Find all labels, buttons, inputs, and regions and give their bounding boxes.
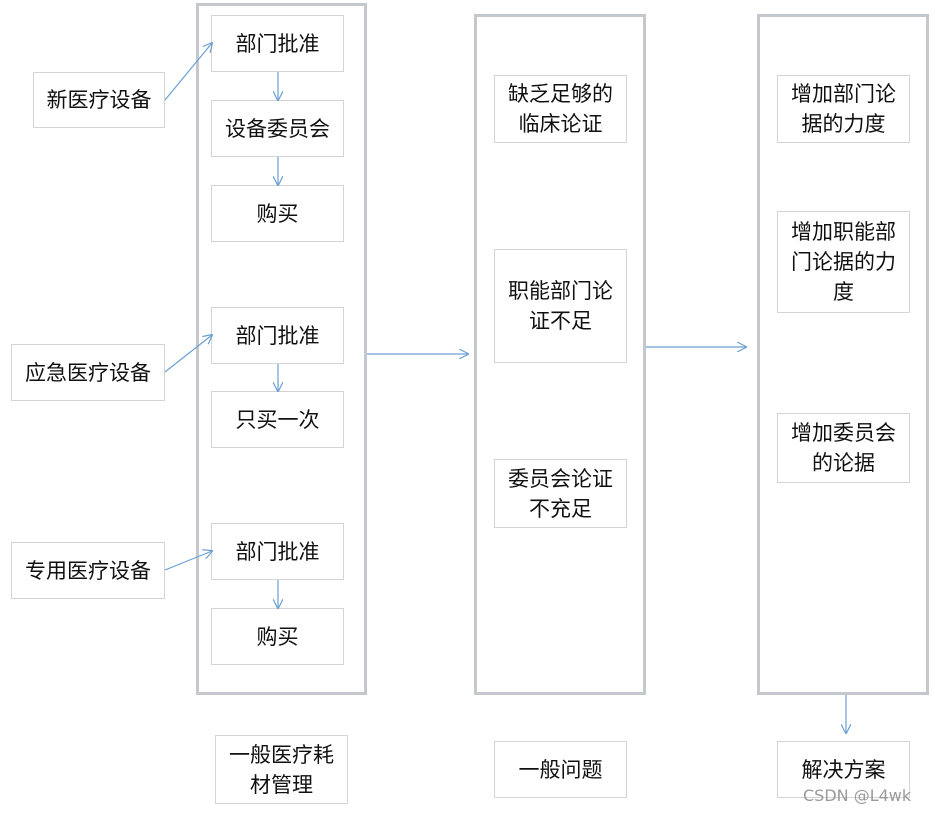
watermark: CSDN @L4wk	[803, 786, 912, 805]
label-management: 一般医疗耗材管理	[215, 735, 348, 804]
step-dept-approval-3: 部门批准	[211, 523, 344, 580]
step-buy-once: 只买一次	[211, 391, 344, 448]
problem-committee: 委员会论证不充足	[494, 459, 627, 528]
input-new-equipment: 新医疗设备	[33, 72, 165, 128]
arrow-special-to-approval	[164, 551, 212, 571]
input-emergency-equipment: 应急医疗设备	[11, 344, 165, 401]
step-purchase-3: 购买	[211, 608, 344, 665]
step-dept-approval-1: 部门批准	[211, 15, 344, 72]
problem-functional-dept: 职能部门论证不足	[494, 249, 627, 363]
management-column	[196, 3, 367, 695]
step-equipment-committee: 设备委员会	[211, 100, 344, 157]
arrow-new-to-approval	[164, 43, 212, 101]
solutions-column	[757, 14, 929, 695]
step-dept-approval-2: 部门批准	[211, 307, 344, 364]
solution-dept-evidence: 增加部门论据的力度	[777, 75, 910, 143]
arrow-emergency-to-approval	[164, 335, 212, 373]
problems-column	[474, 14, 646, 695]
solution-functional-evidence: 增加职能部门论据的力度	[777, 211, 910, 313]
label-problems: 一般问题	[494, 741, 627, 798]
label-solutions: 解决方案	[777, 741, 910, 798]
step-purchase-1: 购买	[211, 185, 344, 242]
problem-clinical: 缺乏足够的临床论证	[494, 75, 627, 143]
solution-committee-evidence: 增加委员会的论据	[777, 413, 910, 483]
input-special-equipment: 专用医疗设备	[11, 542, 165, 599]
